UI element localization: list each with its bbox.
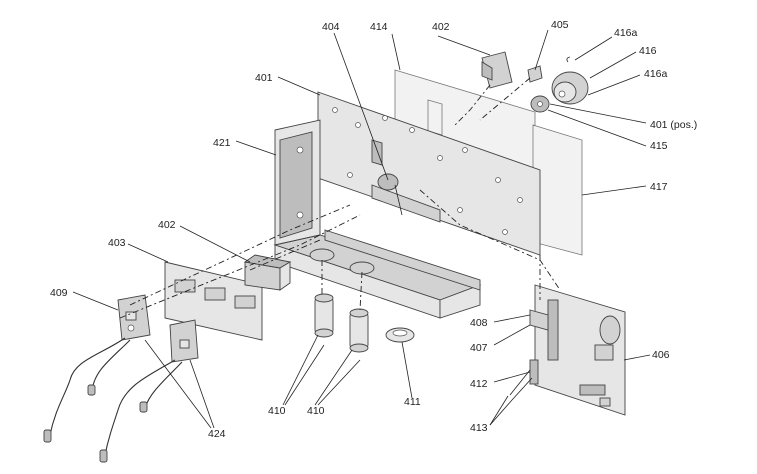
- callout-408: 408: [470, 317, 488, 329]
- callout-416a-top: 416a: [614, 27, 638, 39]
- callout-402-upper: 402: [432, 21, 450, 33]
- fitting-410-b: [349, 261, 375, 353]
- pins-413: [509, 369, 533, 401]
- callout-412: 412: [470, 378, 488, 390]
- screw-405: [527, 65, 543, 83]
- callout-417: 417: [650, 181, 668, 193]
- assembly-416: [530, 56, 589, 113]
- component-402-upper: [481, 51, 513, 89]
- callout-413: 413: [470, 422, 488, 434]
- callout-403: 403: [108, 237, 126, 249]
- fitting-410-a: [309, 248, 335, 338]
- assembly-lines: [119, 77, 561, 319]
- callout-405: 405: [551, 19, 569, 31]
- switch-409: [43, 294, 151, 443]
- callout-410-b: 410: [307, 405, 325, 417]
- callout-402-lower: 402: [158, 219, 176, 231]
- callout-401: 401: [255, 72, 273, 84]
- relay-407-408: [529, 309, 549, 331]
- callout-401-pos: 401 (pos.): [650, 119, 697, 131]
- component-402-lower: [243, 254, 292, 291]
- plate-403: [164, 261, 263, 341]
- callout-416: 416: [639, 45, 657, 57]
- callout-415: 415: [650, 140, 668, 152]
- callout-410-a: 410: [268, 405, 286, 417]
- callout-421: 421: [213, 137, 231, 149]
- callout-407: 407: [470, 342, 488, 354]
- callout-414: 414: [370, 21, 388, 33]
- callout-424: 424: [208, 428, 226, 440]
- leader-lines: [72, 29, 651, 429]
- callout-409: 409: [50, 287, 68, 299]
- callout-411: 411: [404, 396, 421, 408]
- connector-412: [529, 359, 539, 385]
- callout-416a: 416a: [644, 68, 668, 80]
- callout-labels: 404 414 402 405 416a 416 416a 401 401 (p…: [50, 19, 697, 440]
- grommet-411: [385, 327, 415, 343]
- callout-406: 406: [652, 349, 670, 361]
- circuit-board-406: [534, 284, 626, 416]
- switch-424: [99, 319, 199, 463]
- callout-404: 404: [322, 21, 340, 33]
